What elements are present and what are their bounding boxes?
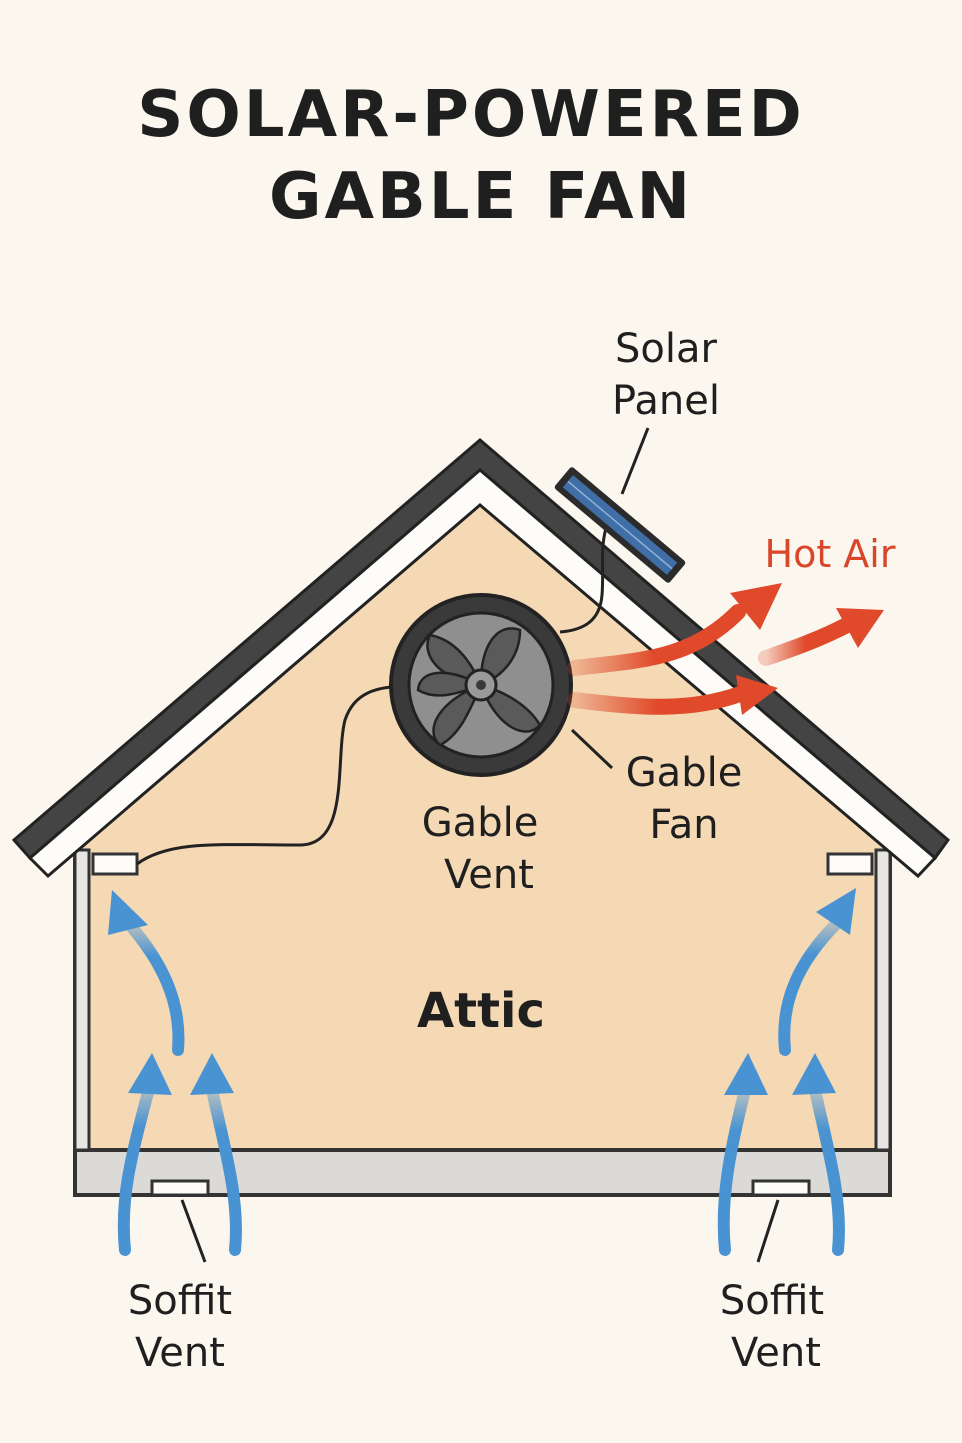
cool-air-flow-left bbox=[108, 890, 242, 1256]
right-wall bbox=[874, 848, 892, 1152]
wire-to-panel bbox=[559, 527, 608, 634]
cool-air-arrowhead-left-2 bbox=[190, 1053, 234, 1095]
fan-icon bbox=[389, 593, 573, 777]
solar-panel-label-line-2: Panel bbox=[612, 378, 720, 424]
title-line-1: SOLAR-POWERED bbox=[137, 78, 804, 152]
cool-air-stream-right-3 bbox=[778, 916, 844, 1056]
soffit-vent-left-leader bbox=[180, 1199, 207, 1263]
solar-panel-icon bbox=[554, 467, 686, 583]
left-wall bbox=[73, 848, 91, 1152]
cool-air-arrowhead-right-2 bbox=[792, 1053, 836, 1095]
house-body bbox=[73, 467, 892, 1197]
hot-air-arrowhead-2 bbox=[736, 675, 778, 715]
soffit-vent-right-leader bbox=[756, 1199, 780, 1263]
eave-vent-left bbox=[91, 852, 139, 876]
hot-air-stream-1 bbox=[567, 604, 746, 676]
soffit-vent-left-label-line-1: Soffit bbox=[128, 1278, 232, 1324]
hot-air-flow bbox=[567, 583, 884, 715]
soffit-vent-right-label-line-1: Soffit bbox=[720, 1278, 824, 1324]
cool-air-arrowhead-right-3 bbox=[816, 888, 856, 935]
gable-fan-leader bbox=[570, 728, 614, 770]
cool-air-stream-right-1 bbox=[717, 1084, 751, 1256]
roof bbox=[11, 438, 951, 879]
soffit-vent-right-label-line-2: Vent bbox=[731, 1330, 821, 1376]
cool-air-flow-right bbox=[717, 888, 856, 1256]
hot-air-label: Hot Air bbox=[765, 532, 896, 576]
hot-air-arrowhead-1 bbox=[730, 583, 782, 630]
cool-air-arrowhead-left-3 bbox=[108, 890, 148, 935]
attic-floor bbox=[73, 1148, 892, 1197]
roof-fascia bbox=[27, 468, 938, 879]
hot-air-stream-2 bbox=[567, 686, 748, 715]
cool-air-stream-left-3 bbox=[124, 919, 185, 1056]
hot-air-stream-3 bbox=[758, 618, 853, 666]
solar-panel-leader bbox=[620, 427, 650, 495]
gable-vent-label-line-1: Gable bbox=[422, 800, 539, 846]
wire-to-vent bbox=[136, 684, 401, 866]
soffit-vent-left-label-line-2: Vent bbox=[135, 1330, 225, 1376]
cool-air-arrowhead-right-1 bbox=[724, 1053, 768, 1095]
attic-label: Attic bbox=[417, 983, 545, 1039]
solar-panel-label-line-1: Solar bbox=[615, 326, 717, 372]
gable-fan-label-line-1: Gable bbox=[626, 750, 743, 796]
cool-air-stream-left-1 bbox=[117, 1079, 156, 1256]
hot-air-arrowhead-3 bbox=[836, 608, 884, 648]
gable-vent-label-line-2: Vent bbox=[444, 852, 534, 898]
gable-fan-label-line-2: Fan bbox=[649, 802, 718, 848]
cool-air-stream-right-2 bbox=[809, 1084, 845, 1256]
cool-air-stream-left-2 bbox=[206, 1084, 242, 1256]
soffit-vent-right bbox=[751, 1179, 811, 1197]
cool-air-arrowhead-left-1 bbox=[128, 1053, 172, 1095]
soffit-vent-left bbox=[150, 1179, 210, 1197]
title-line-2: GABLE FAN bbox=[269, 160, 693, 234]
eave-vent-right bbox=[826, 852, 874, 876]
